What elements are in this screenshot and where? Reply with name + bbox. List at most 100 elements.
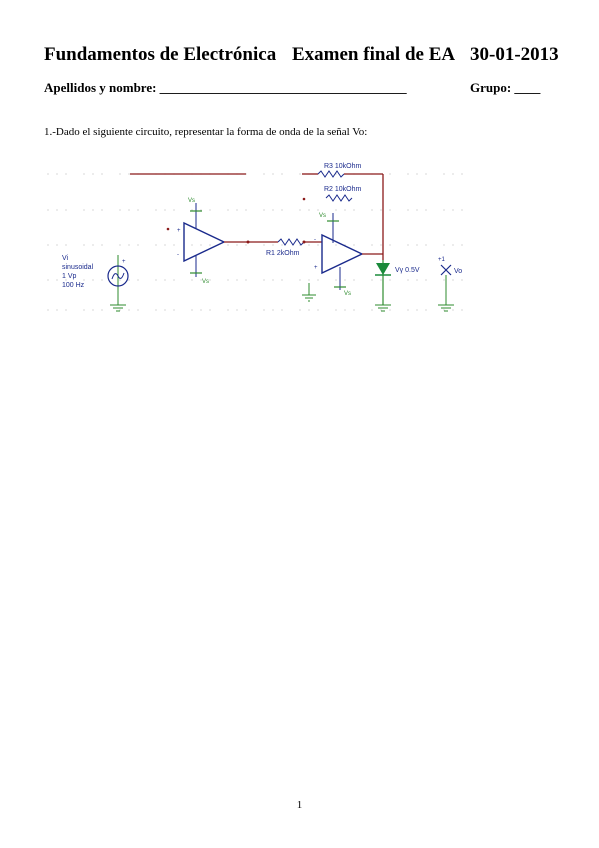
grid-dot bbox=[317, 279, 319, 281]
label-r2: R2 10kOhm bbox=[324, 186, 362, 193]
grid-dot bbox=[209, 209, 211, 211]
grid-dot bbox=[389, 279, 391, 281]
grid-dot bbox=[425, 173, 427, 175]
grid-dot bbox=[155, 244, 157, 246]
grid-dot bbox=[263, 244, 265, 246]
grid-dot bbox=[371, 309, 373, 311]
grid-dot bbox=[209, 244, 211, 246]
grid-dot bbox=[335, 279, 337, 281]
grid-dot bbox=[56, 173, 58, 175]
probe-label: Vo bbox=[454, 268, 462, 275]
grid-dot bbox=[299, 209, 301, 211]
grid-dot bbox=[92, 244, 94, 246]
grid-dot bbox=[83, 279, 85, 281]
grid-dot bbox=[200, 244, 202, 246]
svg-text:+1: +1 bbox=[438, 257, 446, 263]
grid-dot bbox=[119, 209, 121, 211]
grid-dot bbox=[407, 209, 409, 211]
grid-dot bbox=[272, 309, 274, 311]
grid-dot bbox=[407, 309, 409, 311]
grid-dot bbox=[56, 244, 58, 246]
grid-dot bbox=[263, 173, 265, 175]
grid-dot bbox=[344, 209, 346, 211]
source-name: Vi bbox=[62, 255, 69, 262]
course-title: Fundamentos de Electrónica bbox=[44, 44, 277, 65]
grid-dot bbox=[128, 173, 130, 175]
grid-dot bbox=[380, 309, 382, 311]
grid-dot bbox=[137, 244, 139, 246]
grid-dot bbox=[353, 309, 355, 311]
grid-dot bbox=[335, 209, 337, 211]
grid-dot bbox=[263, 309, 265, 311]
grid-dot bbox=[236, 209, 238, 211]
grid-dot bbox=[308, 244, 310, 246]
grid-dot bbox=[308, 309, 310, 311]
grid-dot bbox=[416, 209, 418, 211]
grid-dot bbox=[173, 279, 175, 281]
grid-dot bbox=[92, 309, 94, 311]
grid-dot bbox=[281, 279, 283, 281]
page-number: 1 bbox=[296, 799, 303, 811]
grid-dot bbox=[137, 279, 139, 281]
ground-opamp2 bbox=[302, 294, 316, 302]
grid-dot bbox=[461, 209, 463, 211]
grid-dot bbox=[425, 244, 427, 246]
grid-dot bbox=[389, 244, 391, 246]
grid-dot bbox=[299, 309, 301, 311]
grid-dot bbox=[209, 279, 211, 281]
grid-dot bbox=[92, 173, 94, 175]
grid-dot bbox=[101, 173, 103, 175]
grid-dot bbox=[164, 279, 166, 281]
grid-dot bbox=[47, 173, 49, 175]
grid-dot bbox=[119, 173, 121, 175]
grid-dot bbox=[200, 309, 202, 311]
grid-dot bbox=[245, 279, 247, 281]
grid-dot bbox=[56, 209, 58, 211]
grid-dot bbox=[236, 309, 238, 311]
diode-label: Vγ 0.5V bbox=[395, 267, 420, 274]
source-amp: 1 Vp bbox=[62, 273, 77, 280]
grid-dot bbox=[461, 309, 463, 311]
grid-dot bbox=[101, 244, 103, 246]
grid-dot bbox=[380, 244, 382, 246]
group-field: Grupo: ____ bbox=[470, 80, 541, 95]
grid-dot bbox=[119, 279, 121, 281]
circuit-diagram: R3 10kOhm R2 10kOhm + Vi sinusoidal 1 Vp… bbox=[47, 163, 463, 312]
grid-dot bbox=[344, 309, 346, 311]
diode bbox=[375, 260, 391, 312]
grid-dot bbox=[416, 279, 418, 281]
grid-dot bbox=[281, 173, 283, 175]
grid-dot bbox=[281, 209, 283, 211]
opamp-2: - + Vs Vs bbox=[314, 213, 364, 297]
grid-dot bbox=[443, 309, 445, 311]
grid-dot bbox=[371, 209, 373, 211]
grid-dot bbox=[65, 244, 67, 246]
grid-dot bbox=[353, 244, 355, 246]
grid-dot bbox=[56, 309, 58, 311]
grid-dot bbox=[83, 309, 85, 311]
grid-dot bbox=[308, 279, 310, 281]
grid-dot bbox=[83, 173, 85, 175]
grid-dot bbox=[191, 209, 193, 211]
grid-dot bbox=[47, 209, 49, 211]
grid-dot bbox=[65, 279, 67, 281]
grid-dot bbox=[461, 279, 463, 281]
grid-dot bbox=[425, 279, 427, 281]
resistor-r3 bbox=[317, 170, 345, 178]
grid-dot bbox=[317, 209, 319, 211]
grid-dot bbox=[452, 173, 454, 175]
grid-dot bbox=[389, 173, 391, 175]
node-dot-opamp1 bbox=[166, 227, 170, 231]
resistor-r1 bbox=[277, 238, 305, 246]
grid-dot bbox=[47, 279, 49, 281]
grid-dot bbox=[65, 309, 67, 311]
grid-dot bbox=[272, 279, 274, 281]
grid-dot bbox=[353, 209, 355, 211]
grid-dot bbox=[263, 209, 265, 211]
grid-dot bbox=[353, 279, 355, 281]
grid-dot bbox=[407, 173, 409, 175]
grid-dot bbox=[236, 279, 238, 281]
grid-dot bbox=[128, 244, 130, 246]
grid-dot bbox=[245, 244, 247, 246]
grid-dot bbox=[128, 309, 130, 311]
